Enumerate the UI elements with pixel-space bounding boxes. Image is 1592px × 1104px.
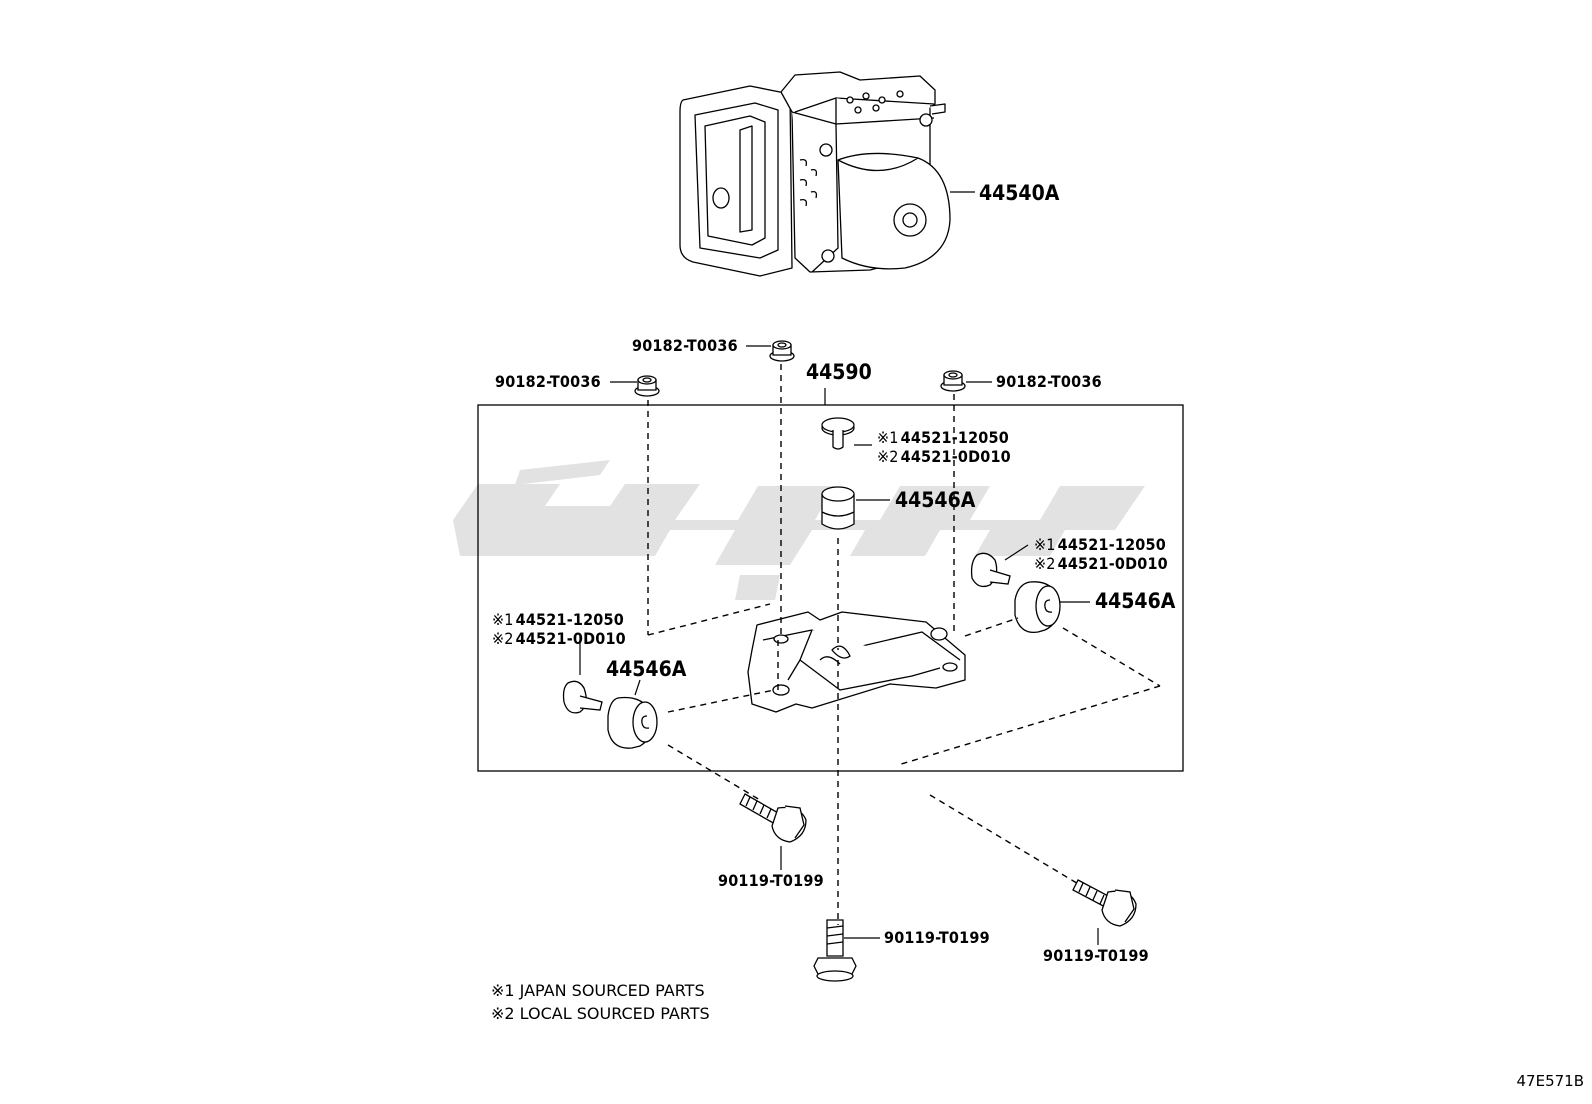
flange-bolt-icon (739, 793, 1137, 982)
diagram-code: 47E571B (1516, 1072, 1585, 1090)
bolt-callout-center: 90119-T0199 (884, 928, 990, 947)
nut-callout-center: 90182-T0036 (632, 336, 738, 355)
nut-callout-left: 90182-T0036 (495, 372, 601, 391)
collar-part1: 44521-12050 (900, 428, 1009, 447)
collar-part2: 44521-0D010 (900, 447, 1011, 466)
dashed-guides (647, 364, 1161, 925)
cushion-icon (607, 486, 1061, 749)
watermark-logo (453, 460, 1145, 600)
flange-nut-icon (634, 340, 966, 397)
cushion-callout-left: 44546A (606, 657, 687, 681)
collar-part2: 44521-0D010 (1057, 554, 1168, 573)
collar-part1: 44521-12050 (515, 610, 624, 629)
bracket-icon (747, 611, 966, 713)
collar-mark2: ※2 (492, 629, 514, 648)
leader-lines (579, 345, 1099, 945)
bolt-callout-right: 90119-T0199 (1043, 946, 1149, 965)
legend-note-2: ※2 LOCAL SOURCED PARTS (491, 1004, 710, 1023)
collar-mark1: ※1 (492, 610, 514, 629)
collar-mark1: ※1 (877, 428, 899, 447)
nut-callout-right: 90182-T0036 (996, 372, 1102, 391)
collar-part2: 44521-0D010 (515, 629, 626, 648)
collar-icon (562, 417, 1011, 714)
bracket-callout: 44590 (806, 360, 872, 384)
abs-actuator-icon (679, 71, 975, 277)
assembly-callout: 44540A (979, 181, 1060, 205)
cushion-callout-right: 44546A (1095, 589, 1176, 613)
collar-mark2: ※2 (877, 447, 899, 466)
collar-part1: 44521-12050 (1057, 535, 1166, 554)
collar-mark1: ※1 (1034, 535, 1056, 554)
collar-mark2: ※2 (1034, 554, 1056, 573)
legend-note-1: ※1 JAPAN SOURCED PARTS (491, 981, 705, 1000)
assembly-box (477, 404, 1184, 772)
cushion-callout-top: 44546A (895, 488, 976, 512)
bolt-callout-left: 90119-T0199 (718, 871, 824, 890)
